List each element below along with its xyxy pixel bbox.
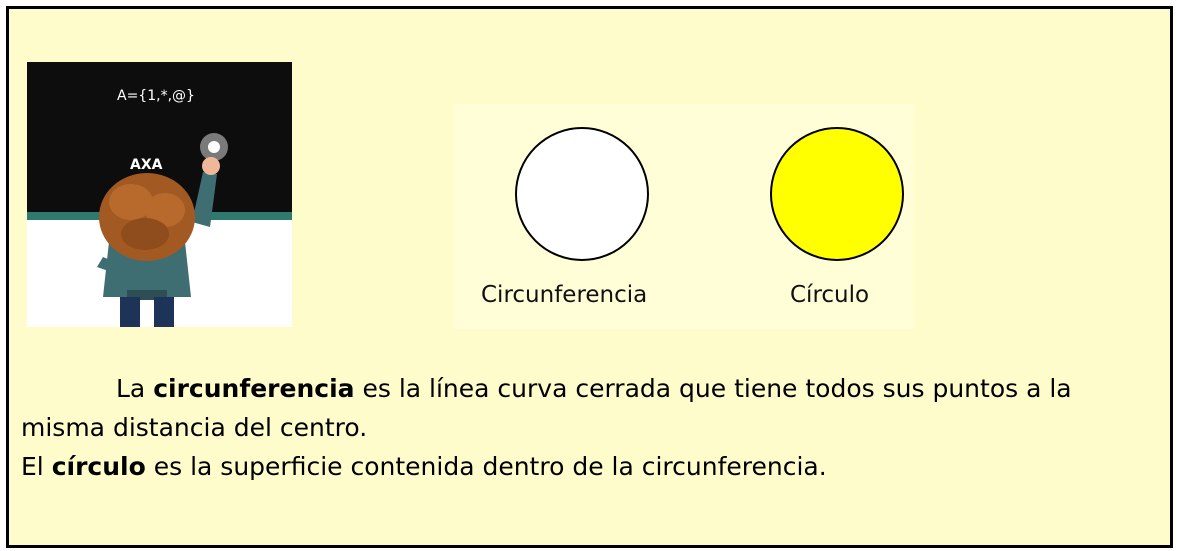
teacher-illustration: A={1,*,@} AXA [27,62,292,327]
text-segment: La [116,374,154,403]
text-segment: El [21,452,52,481]
circle-shape [770,127,904,261]
circle-caption: Círculo [790,282,870,308]
term-circle: círculo [51,452,146,481]
board-text-1: A={1,*,@} [117,88,195,104]
circumference-shape [515,127,649,261]
text-segment: es la línea curva cerrada que tiene todo… [21,374,1072,442]
circles-figure: Circunferencia Círculo [454,104,914,329]
teacher-at-blackboard-image: A={1,*,@} AXA [27,62,292,327]
definition-circle: El círculo es la superficie contenida de… [21,447,1161,486]
board-text-2: AXA [130,157,163,173]
definition-circumference: La circunferencia es la línea curva cerr… [21,369,1161,447]
content-frame: A={1,*,@} AXA Circunferen [6,6,1173,548]
circumference-caption: Circunferencia [481,282,648,308]
text-segment: es la superficie contenida dentro de la … [145,452,827,481]
term-circumference: circunferencia [153,374,355,403]
definition-text: La circunferencia es la línea curva cerr… [21,369,1161,486]
